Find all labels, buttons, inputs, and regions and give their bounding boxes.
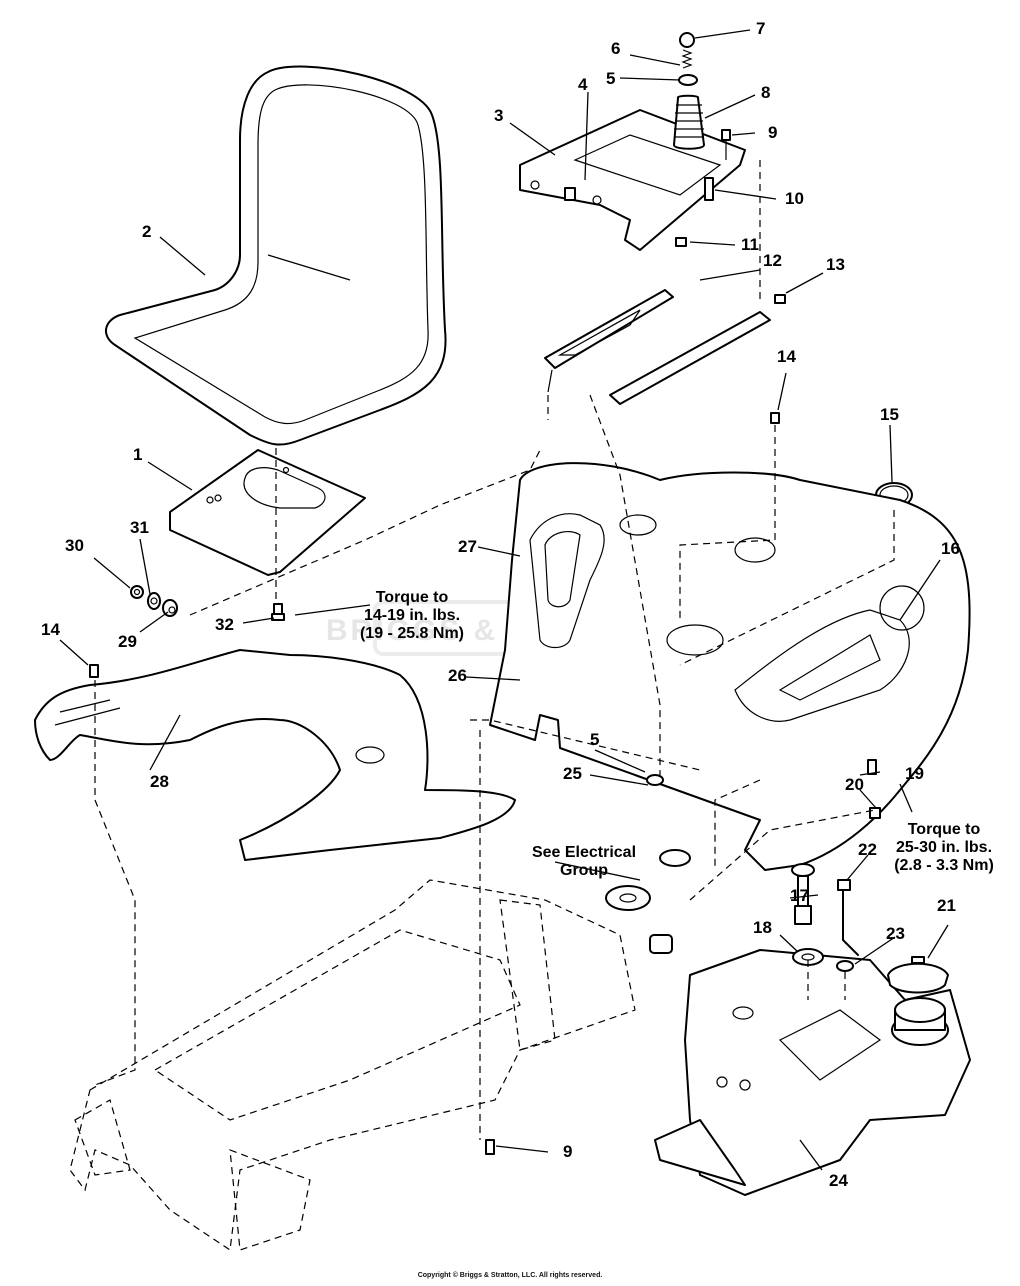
frame [69, 879, 636, 1252]
callout-26[interactable]: 26 [448, 666, 467, 685]
callout-29[interactable]: 29 [118, 632, 137, 651]
callout-9-lower[interactable]: 9 [563, 1142, 572, 1161]
svg-text:Torque to: Torque to [908, 821, 981, 838]
callout-14[interactable]: 14 [777, 347, 796, 366]
rear-fender-panel [34, 649, 516, 861]
fuel-sender [791, 863, 859, 972]
leader-lines [59, 29, 949, 1171]
callout-8[interactable]: 8 [761, 83, 770, 102]
fuel-tank [654, 949, 971, 1196]
callout-2[interactable]: 2 [142, 222, 151, 241]
callout-7[interactable]: 7 [756, 19, 765, 38]
svg-text:Group: Group [560, 862, 608, 879]
seat-rails [544, 289, 786, 405]
callout-10[interactable]: 10 [785, 189, 804, 208]
callout-14-left[interactable]: 14 [41, 620, 60, 639]
svg-text:Torque to: Torque to [376, 589, 449, 606]
svg-text:See Electrical: See Electrical [532, 844, 636, 861]
callout-13[interactable]: 13 [826, 255, 845, 274]
callouts: 1 2 3 4 5 5 6 7 8 9 9 10 11 12 13 14 14 … [41, 19, 960, 1190]
svg-text:25-30 in. lbs.: 25-30 in. lbs. [896, 839, 992, 856]
svg-text:(19 - 25.8 Nm): (19 - 25.8 Nm) [360, 625, 464, 642]
callout-25[interactable]: 25 [563, 764, 582, 783]
callout-3[interactable]: 3 [494, 106, 503, 125]
callout-9[interactable]: 9 [768, 123, 777, 142]
callout-23[interactable]: 23 [886, 924, 905, 943]
callout-22[interactable]: 22 [858, 840, 877, 859]
electrical-parts [605, 849, 691, 954]
callout-30[interactable]: 30 [65, 536, 84, 555]
nut-20 [869, 807, 881, 819]
svg-text:(2.8 - 3.3 Nm): (2.8 - 3.3 Nm) [894, 857, 994, 874]
callout-24[interactable]: 24 [829, 1171, 848, 1190]
seat-hardware [130, 585, 285, 621]
callout-27[interactable]: 27 [458, 537, 477, 556]
seat [105, 65, 447, 446]
seat-pan [169, 449, 366, 576]
bolt-9-lower [485, 1139, 495, 1155]
bushing-25 [646, 774, 664, 786]
torque-note-seat: Torque to 14-19 in. lbs. (19 - 25.8 Nm) [360, 589, 464, 642]
spring-stack [673, 32, 731, 247]
torque-note-tank: Torque to 25-30 in. lbs. (2.8 - 3.3 Nm) [894, 821, 994, 874]
callout-5-lower[interactable]: 5 [590, 730, 599, 749]
callout-6[interactable]: 6 [611, 39, 620, 58]
callout-1[interactable]: 1 [133, 445, 142, 464]
callout-18[interactable]: 18 [753, 918, 772, 937]
callout-21[interactable]: 21 [937, 896, 956, 915]
svg-text:14-19 in. lbs.: 14-19 in. lbs. [364, 607, 460, 624]
callout-31[interactable]: 31 [130, 518, 149, 537]
callout-15[interactable]: 15 [880, 405, 899, 424]
assembly-guides [94, 160, 895, 1140]
bolt-14 [770, 412, 780, 424]
callout-28[interactable]: 28 [150, 772, 169, 791]
fuel-cap-21 [887, 962, 949, 994]
callout-4[interactable]: 4 [578, 75, 588, 94]
callout-16[interactable]: 16 [941, 539, 960, 558]
fender [489, 462, 971, 871]
electrical-group-note: See Electrical Group [532, 844, 636, 879]
callout-20[interactable]: 20 [845, 775, 864, 794]
callout-11[interactable]: 11 [741, 235, 759, 254]
callout-17[interactable]: 17 [790, 886, 809, 905]
callout-5[interactable]: 5 [606, 69, 615, 88]
callout-19[interactable]: 19 [905, 764, 924, 783]
bolt-19 [867, 759, 877, 775]
copyright-footer: Copyright © Briggs & Stratton, LLC. All … [417, 1272, 603, 1279]
switch-4 [564, 187, 576, 201]
callout-32[interactable]: 32 [215, 615, 234, 634]
callout-12[interactable]: 12 [763, 251, 782, 270]
